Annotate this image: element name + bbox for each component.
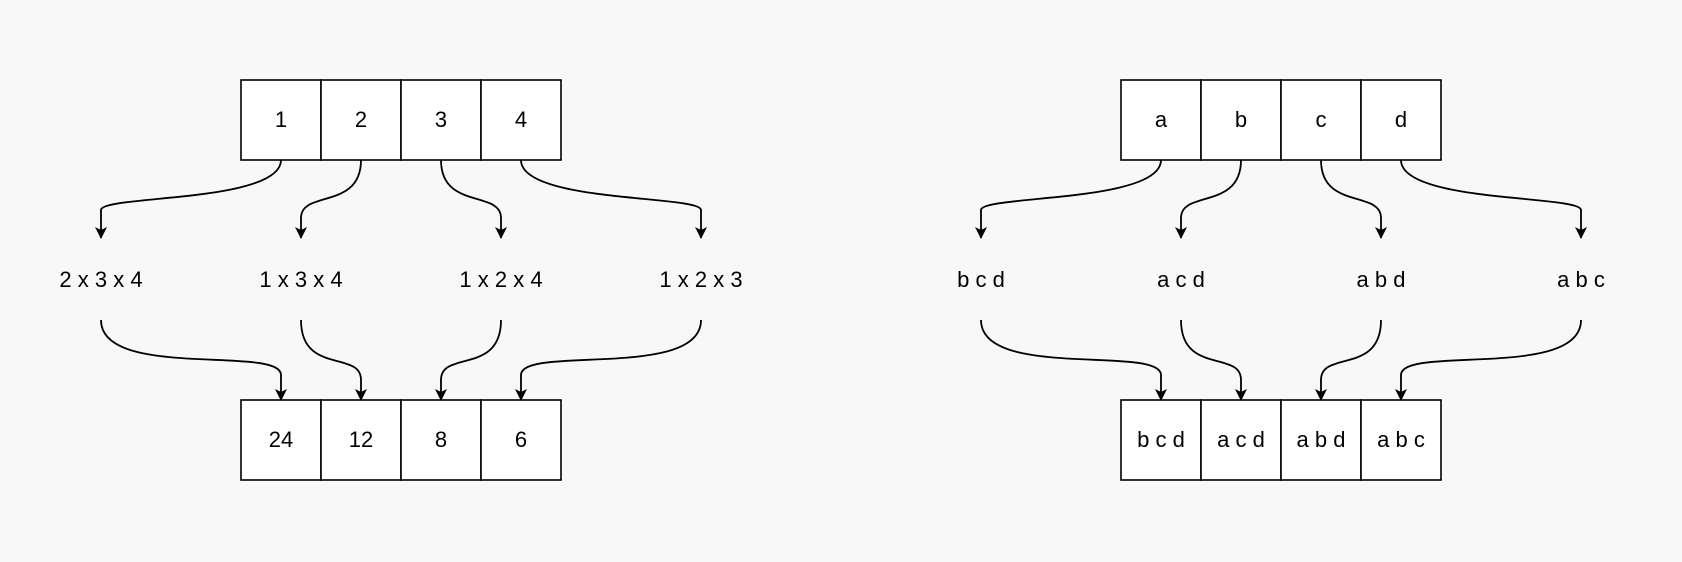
subset-label: b c d — [957, 267, 1005, 292]
arrow — [1395, 319, 1582, 401]
product-label: 1 x 2 x 4 — [459, 267, 542, 292]
output-cell — [1360, 399, 1442, 481]
output-cell-value: 8 — [435, 427, 447, 452]
output-cell-value: a b d — [1297, 427, 1346, 452]
product-label: 1 x 3 x 4 — [259, 267, 342, 292]
output-cell — [1200, 399, 1282, 481]
output-cell-value: b c d — [1137, 427, 1185, 452]
output-cell — [240, 399, 322, 481]
merge-arrows — [100, 319, 702, 401]
input-cell — [480, 79, 562, 161]
output-cell-value: 24 — [269, 427, 293, 452]
input-cell-value: 4 — [515, 107, 527, 132]
output-cell — [480, 399, 562, 481]
arrow — [300, 319, 367, 401]
arrow — [440, 159, 507, 239]
letters-diagram: a b c d b c d a c d a b d a b c — [957, 79, 1605, 481]
input-cell-value: b — [1235, 107, 1247, 132]
subset-labels: b c d a c d a b d a b c — [957, 267, 1605, 292]
product-label: 2 x 3 x 4 — [59, 267, 142, 292]
numbers-diagram: 1 2 3 4 2 x 3 x 4 1 x 3 x 4 1 x 2 x 4 1 … — [59, 79, 743, 481]
arrow — [1320, 159, 1387, 239]
arrow — [295, 159, 362, 239]
output-cell-value: 6 — [515, 427, 527, 452]
input-cell-value: 3 — [435, 107, 447, 132]
output-cell — [1120, 399, 1202, 481]
output-cell — [400, 399, 482, 481]
input-array: 1 2 3 4 — [240, 79, 562, 161]
input-cell — [400, 79, 482, 161]
output-cell — [320, 399, 402, 481]
arrow — [1315, 319, 1382, 401]
arrow — [1400, 159, 1587, 239]
input-cell-value: d — [1395, 107, 1407, 132]
input-cell — [320, 79, 402, 161]
input-cell-value: 2 — [355, 107, 367, 132]
arrow — [975, 159, 1162, 239]
subset-label: a b c — [1557, 267, 1605, 292]
product-labels: 2 x 3 x 4 1 x 3 x 4 1 x 2 x 4 1 x 2 x 3 — [59, 267, 742, 292]
arrow — [1180, 319, 1247, 401]
output-array: 24 12 8 6 — [240, 399, 562, 481]
output-cell-value: a c d — [1217, 427, 1265, 452]
input-cell — [240, 79, 322, 161]
arrow — [435, 319, 502, 401]
arrow — [1175, 159, 1242, 239]
merge-arrows — [980, 319, 1582, 401]
output-cell-value: a b c — [1377, 427, 1425, 452]
input-cell — [1360, 79, 1442, 161]
input-array: a b c d — [1120, 79, 1442, 161]
input-cell-value: a — [1155, 107, 1168, 132]
split-arrows — [975, 159, 1587, 239]
arrow — [95, 159, 282, 239]
arrow — [100, 319, 287, 401]
output-array: b c d a c d a b d a b c — [1120, 399, 1442, 481]
arrow — [515, 319, 702, 401]
output-cell-value: 12 — [349, 427, 373, 452]
split-arrows — [95, 159, 707, 239]
subset-label: a c d — [1157, 267, 1205, 292]
input-cell-value: c — [1316, 107, 1327, 132]
input-cell-value: 1 — [275, 107, 287, 132]
arrow — [520, 159, 707, 239]
arrow — [980, 319, 1167, 401]
subset-label: a b d — [1357, 267, 1406, 292]
input-cell — [1200, 79, 1282, 161]
product-label: 1 x 2 x 3 — [659, 267, 742, 292]
